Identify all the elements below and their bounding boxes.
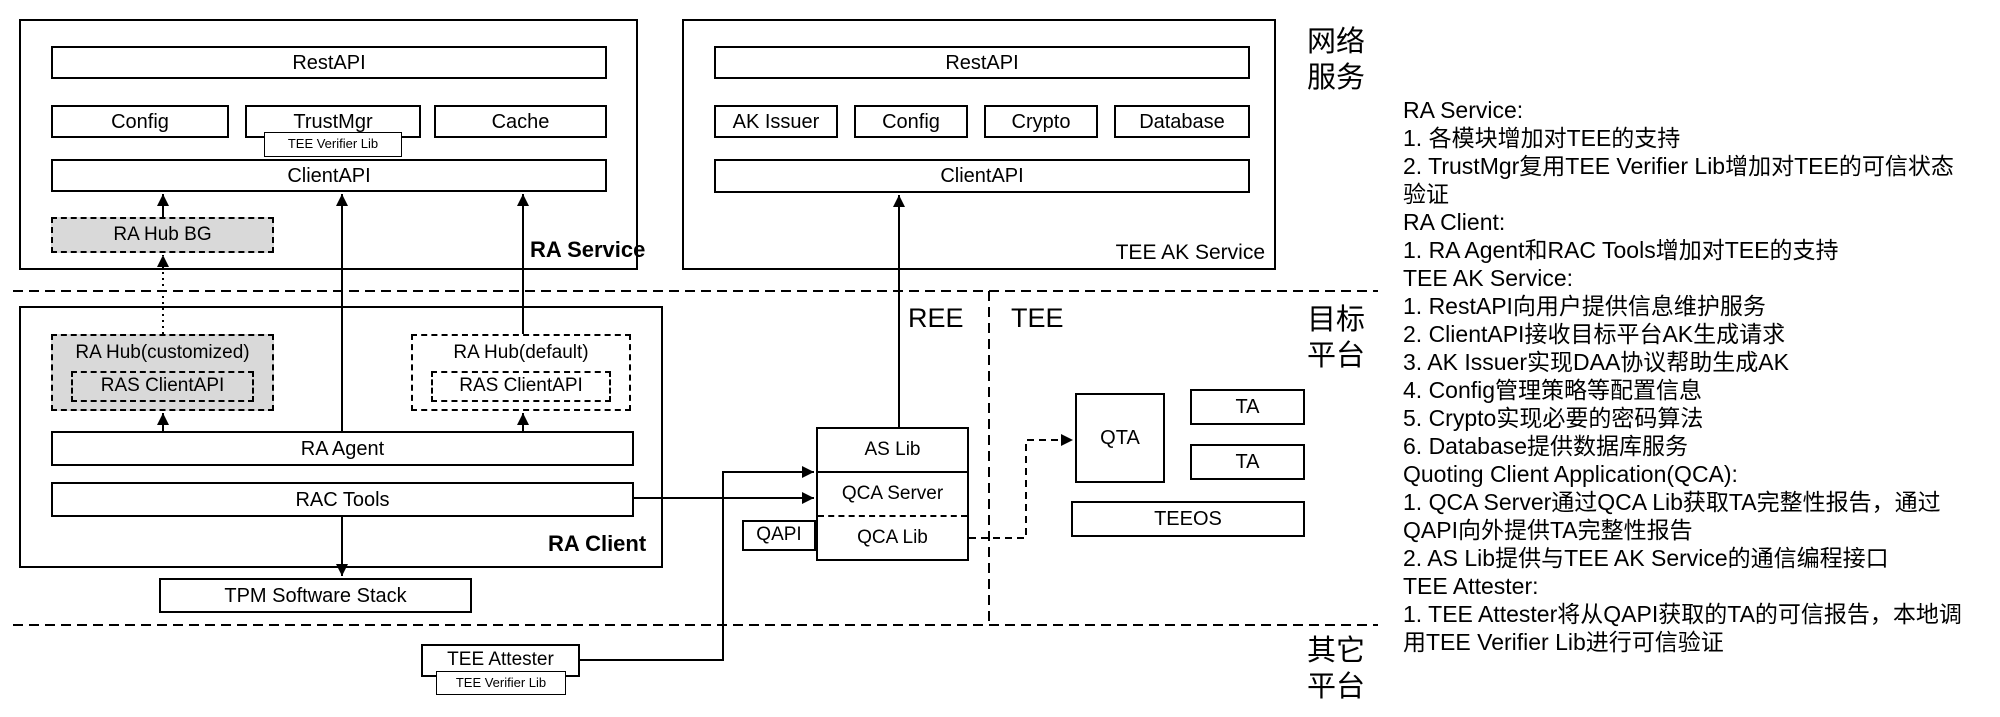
annotation-line: 2. ClientAPI接收目标平台AK生成请求	[1403, 321, 1786, 347]
zone-other-line2: 平台	[1306, 671, 1365, 703]
annotation-panel: RA Service: 1. 各模块增加对TEE的支持 2. TrustMgr复…	[1403, 96, 1998, 656]
qca-lib-cell: QCA Lib	[857, 526, 928, 548]
tee-ak-service-title: TEE AK Service	[1115, 241, 1265, 264]
annotation-line: 6. Database提供数据库服务	[1403, 433, 1689, 459]
tee-ak-clientapi-box: ClientAPI	[714, 159, 1250, 193]
ra-service-clientapi-box: ClientAPI	[51, 159, 607, 192]
ra-service-config-box: Config	[51, 105, 229, 138]
ra-hub-customized-label: RA Hub(customized)	[75, 342, 250, 363]
tpm-software-stack-box: TPM Software Stack	[159, 578, 472, 613]
as-lib-cell: AS Lib	[818, 429, 967, 473]
ra-service-title: RA Service	[530, 237, 646, 262]
tee-ak-database-box: Database	[1114, 105, 1250, 138]
zone-network-line2: 服务	[1306, 62, 1365, 94]
annotation-line: RA Client:	[1403, 209, 1506, 235]
annotation-line: 1. 各模块增加对TEE的支持	[1403, 125, 1681, 151]
zone-target-line2: 平台	[1306, 340, 1365, 372]
annotation-line: 验证	[1403, 181, 1449, 207]
zone-other-platform: 其它 平台	[1300, 633, 1372, 705]
annotation-line: 2. TrustMgr复用TEE Verifier Lib增加对TEE的可信状态	[1403, 153, 1954, 179]
tee-ak-akissuer-box: AK Issuer	[714, 105, 838, 138]
ta-box-1: TA	[1190, 389, 1305, 425]
ra-hub-default-label: RA Hub(default)	[453, 342, 589, 363]
ras-clientapi-box-customized: RAS ClientAPI	[71, 371, 254, 402]
ra-hub-bg-box: RA Hub BG	[51, 217, 274, 253]
ra-service-cache-box: Cache	[434, 105, 607, 138]
qapi-box: QAPI	[742, 520, 816, 551]
annotation-line: 1. RA Agent和RAC Tools增加对TEE的支持	[1403, 237, 1839, 263]
tee-label: TEE	[1011, 303, 1064, 333]
annotation-line: 3. AK Issuer实现DAA协议帮助生成AK	[1403, 349, 1789, 375]
qca-box: AS Lib QCA Server QCA Lib	[816, 427, 969, 561]
zone-target-line1: 目标	[1306, 304, 1365, 336]
annotation-line: 1. RestAPI向用户提供信息维护服务	[1403, 293, 1766, 319]
tee-ak-crypto-box: Crypto	[984, 105, 1098, 138]
annotation-line: TEE Attester:	[1403, 573, 1539, 599]
rac-tools-box: RAC Tools	[51, 482, 634, 517]
tee-ak-restapi-box: RestAPI	[714, 46, 1250, 79]
tee-ak-service-box	[682, 19, 1276, 270]
qca-server-cell: QCA Server	[818, 473, 967, 517]
annotation-line: Quoting Client Application(QCA):	[1403, 461, 1738, 487]
annotation-line: 5. Crypto实现必要的密码算法	[1403, 405, 1704, 431]
qta-box: QTA	[1075, 393, 1165, 483]
zone-network-line1: 网络	[1306, 26, 1365, 58]
annotation-line: RA Service:	[1403, 97, 1524, 123]
ta-box-2: TA	[1190, 444, 1305, 480]
ra-client-title: RA Client	[548, 531, 647, 556]
annotation-line: 1. QCA Server通过QCA Lib获取TA完整性报告，通过	[1403, 489, 1941, 515]
ra-agent-box: RA Agent	[51, 431, 634, 466]
ra-hub-customized-box: RA Hub(customized) RAS ClientAPI	[51, 334, 274, 411]
teeos-box: TEEOS	[1071, 501, 1305, 537]
ra-service-restapi-box: RestAPI	[51, 46, 607, 79]
annotation-line: QAPI向外提供TA完整性报告	[1403, 517, 1693, 543]
annotation-line: 1. TEE Attester将从QAPI获取的TA的可信报告，本地调	[1403, 601, 1962, 627]
zone-other-line1: 其它	[1306, 635, 1365, 667]
zone-target-platform: 目标 平台	[1300, 302, 1372, 374]
annotation-line: 用TEE Verifier Lib进行可信验证	[1403, 629, 1724, 655]
ra-service-box	[19, 19, 638, 270]
ra-service-tee-verifier-lib-box: TEE Verifier Lib	[264, 132, 402, 157]
annotation-line: 4. Config管理策略等配置信息	[1403, 377, 1703, 403]
annotation-line: TEE AK Service:	[1403, 265, 1574, 291]
arrow-qcalib-to-qta	[969, 434, 1073, 539]
ras-clientapi-box-default: RAS ClientAPI	[431, 371, 611, 402]
annotation-line: 2. AS Lib提供与TEE AK Service的通信编程接口	[1403, 545, 1889, 571]
ra-hub-default-box: RA Hub(default) RAS ClientAPI	[411, 334, 631, 411]
tee-ak-config-box: Config	[854, 105, 968, 138]
tee-attester-verifier-lib-box: TEE Verifier Lib	[436, 671, 566, 695]
ree-label: REE	[908, 303, 964, 333]
arrow-teeattester-to-qca	[580, 466, 814, 661]
zone-network-service: 网络 服务	[1300, 24, 1372, 96]
